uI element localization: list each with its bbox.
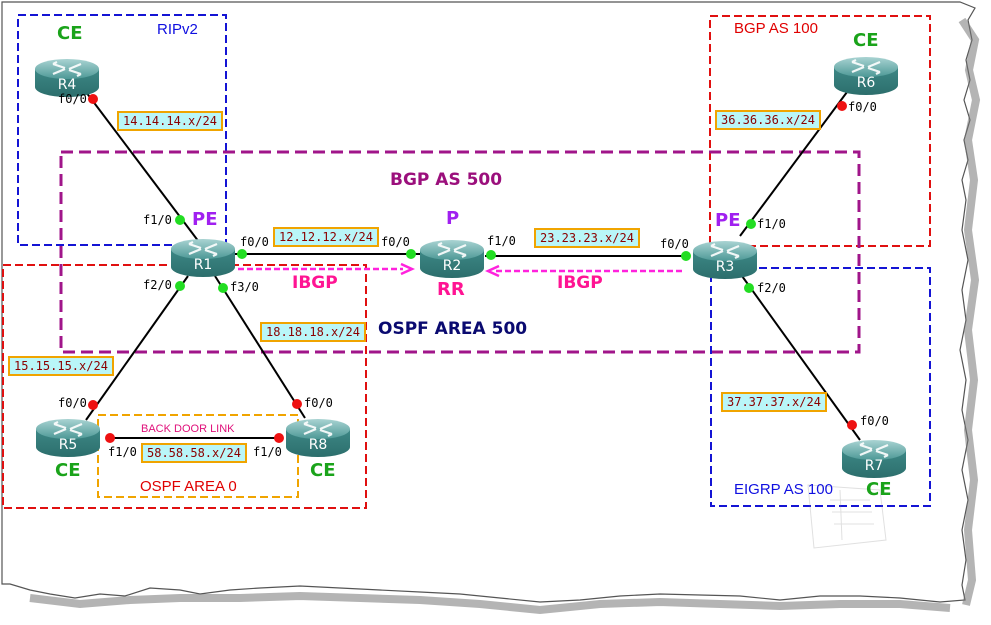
iface-r3-f0-0: f0/0: [660, 237, 689, 251]
region-ripv2-label: RIPv2: [157, 21, 198, 38]
port-r8-f1-0: [274, 433, 284, 443]
port-dots: [88, 94, 857, 443]
watermark-icon: [807, 484, 887, 549]
region-ripv2: [17, 14, 227, 246]
subnet-r1-r2: 12.12.12.x/24: [273, 227, 379, 247]
region-bgp-as-500-label: BGP AS 500: [390, 170, 503, 190]
iface-r1-f2-0: f2/0: [143, 278, 172, 292]
port-r1-f0-0: [237, 249, 247, 259]
iface-r7-f0-0: f0/0: [860, 414, 889, 428]
iface-r5-f1-0: f1/0: [108, 445, 137, 459]
port-r8-f0-0: [292, 399, 302, 409]
router-r1[interactable]: R1: [169, 237, 237, 279]
router-r8[interactable]: R8: [284, 417, 352, 459]
subnet-r3-r7: 37.37.37.x/24: [721, 392, 827, 412]
region-bgp-as-100-label: BGP AS 100: [734, 20, 818, 37]
router-r7[interactable]: R7: [840, 438, 908, 480]
iface-r6-f0-0: f0/0: [848, 100, 877, 114]
ibgp-arrowhead-r3-r2: [484, 264, 500, 278]
r1-role-label: PE: [192, 209, 218, 230]
port-r2-f0-0: [406, 249, 416, 259]
router-r2-name: R2: [443, 258, 462, 274]
region-eigrp-as-100: [710, 267, 931, 507]
subnet-r1-r5: 15.15.15.x/24: [8, 356, 114, 376]
r4-role-label: CE: [57, 23, 83, 44]
region-ospf-area-0-label: OSPF AREA 0: [140, 478, 237, 495]
subnet-r2-r3: 23.23.23.x/24: [534, 228, 640, 248]
r3-role-label: PE: [715, 210, 741, 231]
port-r5-f1-0: [105, 433, 115, 443]
subnet-r1-r4: 14.14.14.x/24: [117, 111, 223, 131]
region-ospf-area-0: [97, 414, 299, 498]
subnet-r5-r8: 58.58.58.x/24: [141, 443, 247, 463]
r7-role-label: CE: [866, 479, 892, 500]
r5-role-label: CE: [55, 460, 81, 481]
region-ospf-area-500-label: OSPF AREA 500: [378, 319, 528, 339]
port-r2-f1-0: [486, 250, 496, 260]
port-r4-f0-0: [88, 94, 98, 104]
router-r4[interactable]: R4: [33, 57, 101, 99]
iface-r1-f1-0: f1/0: [143, 213, 172, 227]
torn-paper-edge: [1, 1, 981, 615]
iface-r3-f2-0: f2/0: [757, 281, 786, 295]
link-r1-r4: [82, 87, 206, 251]
port-r5-f0-0: [88, 400, 98, 410]
iface-r3-f1-0: f1/0: [757, 217, 786, 231]
ibgp-arrowhead-r1-r2: [400, 262, 416, 276]
router-r4-name: R4: [58, 77, 77, 93]
router-r6[interactable]: R6: [832, 55, 900, 97]
router-r5-name: R5: [59, 437, 78, 453]
r2-role-top-label: P: [446, 208, 460, 229]
iface-r1-f0-0: f0/0: [240, 235, 269, 249]
region-eigrp-as-100-label: EIGRP AS 100: [734, 481, 833, 498]
iface-r4-f0-0: f0/0: [58, 92, 87, 106]
port-r7-f0-0: [847, 420, 857, 430]
router-r5[interactable]: R5: [34, 417, 102, 459]
iface-r2-f0-0: f0/0: [381, 235, 410, 249]
port-r3-f1-0: [746, 219, 756, 229]
r6-role-label: CE: [853, 30, 879, 51]
iface-r8-f1-0: f1/0: [253, 445, 282, 459]
router-r7-name: R7: [865, 458, 884, 474]
port-r1-f2-0: [175, 281, 185, 291]
port-r1-f3-0: [218, 283, 228, 293]
router-r2[interactable]: R2: [418, 238, 486, 280]
region-bgp-as-100: [709, 15, 931, 247]
region-bgp-as-500: [59, 150, 861, 354]
subnet-r3-r6: 36.36.36.x/24: [715, 110, 821, 130]
link-r3-r6: [739, 87, 851, 237]
router-r3-name: R3: [716, 259, 735, 275]
port-r1-f1-0: [175, 215, 185, 225]
router-r6-name: R6: [857, 75, 876, 91]
iface-r8-f0-0: f0/0: [304, 396, 333, 410]
iface-r1-f3-0: f3/0: [230, 280, 259, 294]
port-r3-f0-0: [681, 251, 691, 261]
subnet-r1-r8: 18.18.18.x/24: [260, 322, 366, 342]
iface-r5-f0-0: f0/0: [58, 396, 87, 410]
ibgp-label-r1-r2: IBGP: [292, 273, 338, 293]
ibgp-label-r3-r2: IBGP: [557, 273, 603, 293]
iface-r2-f1-0: f1/0: [487, 234, 516, 248]
port-r3-f2-0: [744, 283, 754, 293]
back-door-link-label: BACK DOOR LINK: [141, 423, 235, 435]
link-r3-r7: [741, 275, 861, 441]
link-r1-r8: [214, 275, 306, 419]
link-r1-r5: [85, 275, 189, 421]
router-r3[interactable]: R3: [691, 239, 759, 281]
router-r1-name: R1: [194, 257, 213, 273]
r2-role-bottom-label: RR: [437, 279, 465, 300]
r8-role-label: CE: [310, 460, 336, 481]
router-r8-name: R8: [309, 437, 328, 453]
port-r6-f0-0: [837, 101, 847, 111]
